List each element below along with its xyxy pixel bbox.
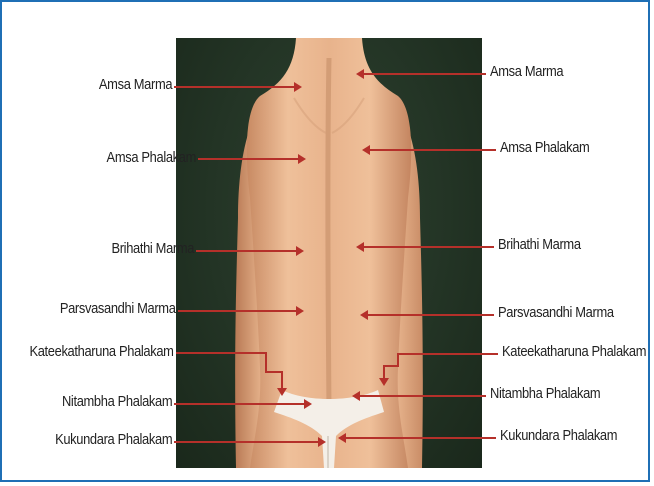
label-left-kukundara-phalakam: Kukundara Phalakam — [55, 431, 172, 448]
label-left-parsvasandhi-marma: Parsvasandhi Marma — [60, 300, 176, 317]
label-left-nitambha-phalakam: Nitambha Phalakam — [62, 393, 172, 410]
pointer-left-kateekatharuna — [176, 353, 282, 390]
label-right-amsa-phalakam: Amsa Phalakam — [500, 139, 589, 156]
label-left-amsa-phalakam: Amsa Phalakam — [107, 149, 196, 166]
label-left-amsa-marma: Amsa Marma — [99, 76, 172, 93]
pointer-right-kateekatharuna — [384, 354, 498, 380]
label-right-amsa-marma: Amsa Marma — [490, 63, 563, 80]
label-right-brihathi-marma: Brihathi Marma — [498, 236, 581, 253]
label-right-kukundara-phalakam: Kukundara Phalakam — [500, 427, 617, 444]
label-right-nitambha-phalakam: Nitambha Phalakam — [490, 385, 600, 402]
label-left-brihathi-marma: Brihathi Marma — [111, 240, 194, 257]
label-left-kateekatharuna-phalakam: Kateekatharuna Phalakam — [30, 343, 174, 360]
label-right-kateekatharuna-phalakam: Kateekatharuna Phalakam — [502, 343, 646, 360]
label-right-parsvasandhi-marma: Parsvasandhi Marma — [498, 304, 614, 321]
